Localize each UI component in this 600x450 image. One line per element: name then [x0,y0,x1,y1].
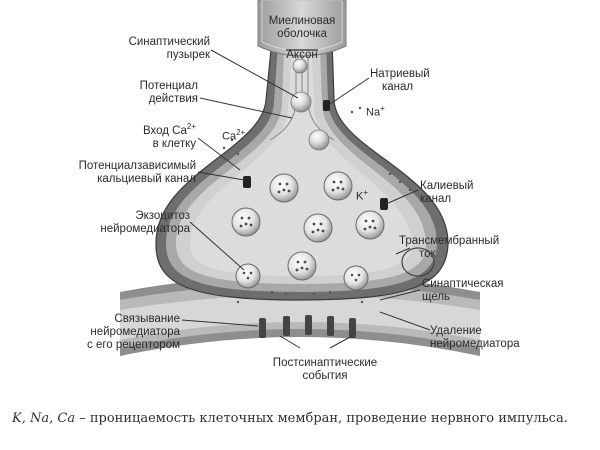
leader-lines [181,49,431,349]
label-synaptic-cleft: Синаптическая щель [422,278,504,303]
myelin-sheath [257,0,347,57]
label-sodium-channel: Натриевый канал [370,68,430,93]
label-myelin-sheath: Миелиновая оболочка [268,15,336,40]
label-receptor-binding: Связывание нейромедиатора с его рецептор… [87,313,180,351]
na-channel [323,100,330,111]
label-ca-channel: Потенциалзависимый кальциевый канал [78,160,196,185]
travel-vesicle [292,58,308,74]
label-exocytosis: Экзоцитоз нейромедиатора [100,210,190,235]
label-synaptic-vesicle: Синаптический пузырек [128,36,210,61]
label-transmembrane-current: Трансмембранный ток [399,235,500,260]
receptor-row [259,315,356,338]
ca-channel [243,176,251,188]
travel-vesicle [308,129,330,151]
label-axon: Аксон [286,49,318,61]
neurotransmitter-vesicles [231,171,385,291]
transmembrane-current-loop [401,247,435,277]
ion-na-label: Na+ [366,104,385,119]
label-ca-entry: Вход Ca2+ в клетку [142,122,196,150]
k-channel [380,198,388,210]
label-potassium-channel: Калиевый канал [420,180,474,205]
travel-vesicle [290,91,312,113]
ion-dots [222,106,412,304]
label-action-potential: Потенциал действия [139,80,198,105]
ion-ca-label: Ca2+ [222,128,246,143]
ion-k-label: K+ [356,188,369,203]
figure-caption: K, Na, Ca – проницаемость клеточных мемб… [12,411,568,426]
label-postsynaptic-events: Постсинаптические события [272,357,378,382]
label-removal: Удаление нейромедиатора [430,325,520,350]
